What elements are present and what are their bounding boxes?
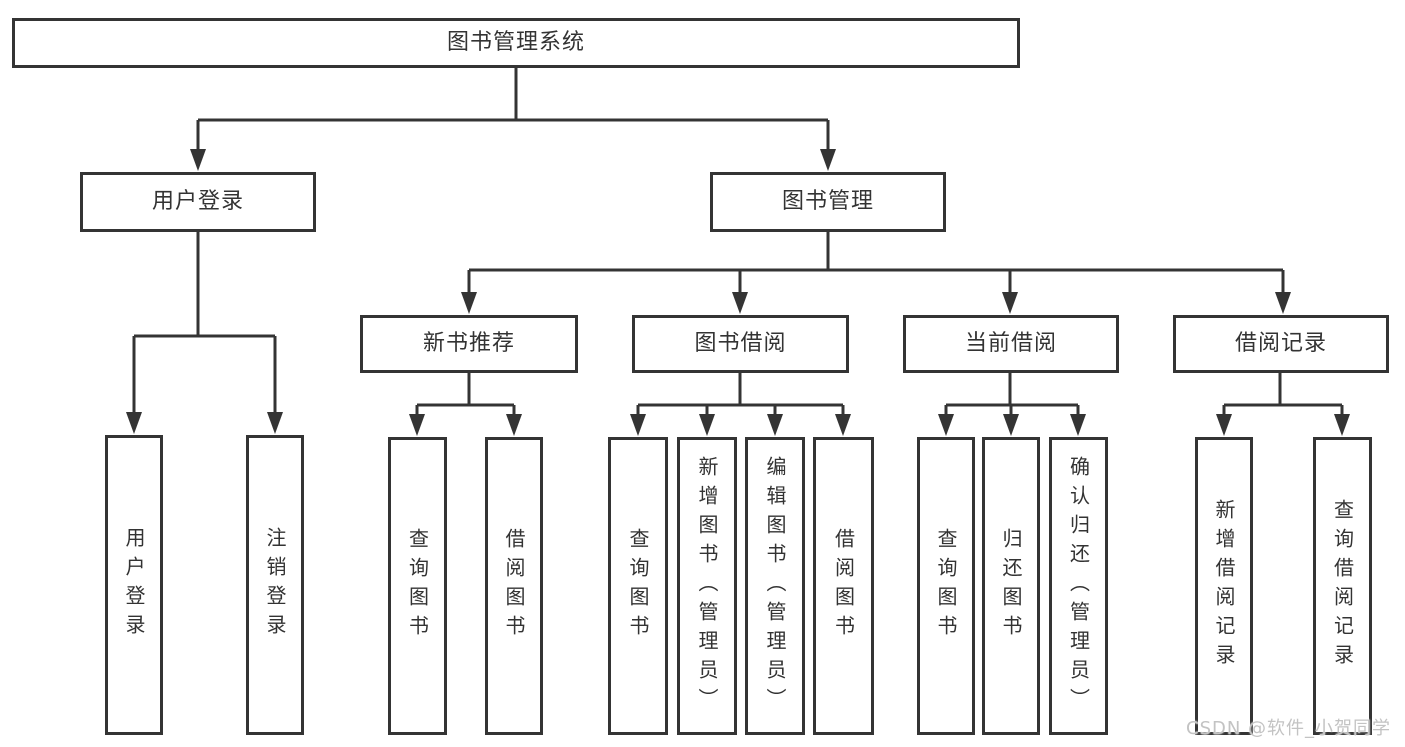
leaf-return-books: 归还图书 [982, 437, 1040, 735]
leaf-borrow-books-recommend: 借阅图书 [485, 437, 543, 735]
node-book-management: 图书管理 [710, 172, 946, 232]
leaf-logout: 注销登录 [246, 435, 304, 735]
leaf-user-login: 用户登录 [105, 435, 163, 735]
node-book-borrowing: 图书借阅 [632, 315, 849, 373]
leaf-query-books-borrowing: 查询图书 [608, 437, 668, 735]
leaf-query-books-recommend: 查询图书 [388, 437, 447, 735]
leaf-add-borrow-record: 新增借阅记录 [1195, 437, 1253, 735]
leaf-confirm-return-admin: 确认归还（管理员） [1049, 437, 1108, 735]
node-user-login: 用户登录 [80, 172, 316, 232]
node-library-management-system: 图书管理系统 [12, 18, 1020, 68]
leaf-query-borrow-record: 查询借阅记录 [1313, 437, 1372, 735]
leaf-query-books-current: 查询图书 [917, 437, 975, 735]
watermark: CSDN @软件_小贺同学 [1186, 718, 1392, 739]
leaf-add-book-admin: 新增图书（管理员） [677, 437, 737, 735]
node-borrowing-records: 借阅记录 [1173, 315, 1389, 373]
leaf-edit-book-admin: 编辑图书（管理员） [745, 437, 805, 735]
node-current-borrowing: 当前借阅 [903, 315, 1119, 373]
node-new-book-recommendation: 新书推荐 [360, 315, 578, 373]
arrowhead-icons [126, 149, 1350, 436]
leaf-borrow-books: 借阅图书 [813, 437, 874, 735]
